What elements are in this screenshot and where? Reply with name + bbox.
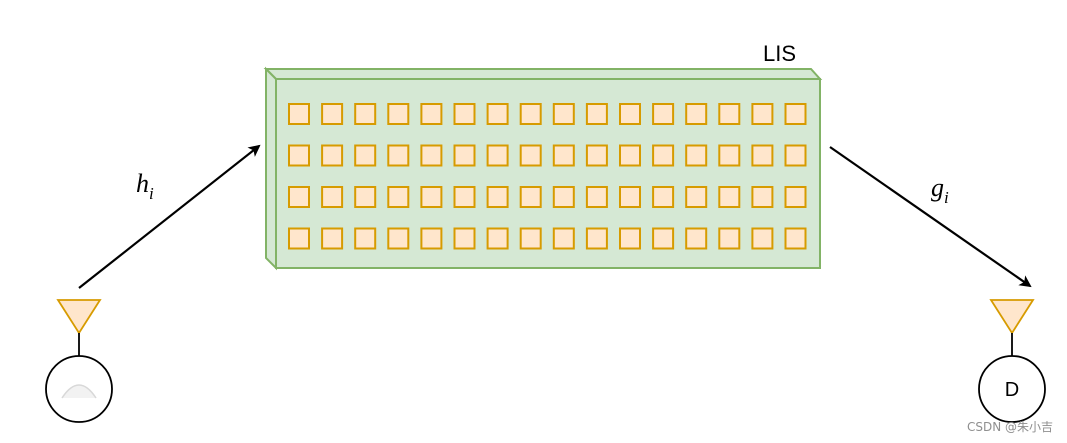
destination-node-label: D [1005,379,1019,401]
lis-element [552,144,575,167]
lis-element [652,103,675,125]
lis-element [685,144,708,167]
lis-element [784,186,807,208]
lis-element [585,186,608,208]
lis-element [652,227,675,250]
lis-element [354,144,377,167]
lis-element [321,103,344,125]
lis-element [585,103,608,125]
lis-panel [263,66,823,271]
lis-element [486,103,509,125]
lis-element [685,186,708,208]
lis-element [552,227,575,250]
lis-element [552,103,575,125]
lis-element [652,144,675,167]
reflected-link-arrow [829,146,1032,288]
reflected-channel-subscript: i [944,188,949,207]
lis-element [685,227,708,250]
lis-element [718,227,741,250]
reflected-channel-base: g [931,173,944,202]
incident-channel-label: hi [136,169,154,203]
lis-element [619,186,641,208]
lis-element [387,186,410,208]
lis-element [321,227,344,250]
lis-element [486,144,509,167]
lis-element [486,227,509,250]
lis-element [288,186,310,208]
lis-element [718,186,741,208]
watermark: CSDN @朱小吉 [966,420,1053,434]
source-antenna-icon [56,299,102,335]
lis-element [718,144,741,167]
lis-element [354,103,377,125]
lis-element [453,103,476,125]
lis-element [387,227,410,250]
lis-element [784,103,807,125]
lis-element [519,103,542,125]
lis-element [784,144,807,167]
lis-element [552,186,575,208]
lis-element [354,186,377,208]
lis-panel-side-face [265,66,277,271]
incident-link-arrow [78,144,261,289]
lis-element [652,186,675,208]
incident-channel-subscript: i [149,184,154,203]
lis-element [519,144,542,167]
lis-element [288,144,310,167]
lis-element [420,103,443,125]
lis-element [619,144,641,167]
lis-element [519,227,542,250]
destination-antenna-icon [989,299,1035,335]
lis-element [585,144,608,167]
lis-element [354,227,377,250]
lis-element [453,186,476,208]
lis-element [751,186,774,208]
destination-node: D [978,299,1046,423]
lis-element [387,144,410,167]
lis-element [453,227,476,250]
lis-element [751,227,774,250]
lis-element [486,186,509,208]
lis-element-grid [288,103,807,250]
source-node-blurred-label [61,384,97,399]
lis-element [751,103,774,125]
lis-element [420,227,443,250]
lis-element [288,227,310,250]
lis-element [420,144,443,167]
lis-element [784,227,807,250]
lis-element [751,144,774,167]
lis-element [685,103,708,125]
source-node [45,299,113,423]
lis-element [321,186,344,208]
lis-panel-top-face [263,68,823,80]
lis-element [718,103,741,125]
lis-element [519,186,542,208]
lis-element [619,103,641,125]
lis-element [288,103,310,125]
lis-element [619,227,641,250]
incident-channel-base: h [136,169,149,198]
lis-element [453,144,476,167]
lis-element [420,186,443,208]
lis-element [585,227,608,250]
lis-label: LIS [763,41,796,66]
lis-element [387,103,410,125]
lis-element [321,144,344,167]
destination-node-circle [978,355,1046,423]
reflected-channel-label: gi [931,173,949,207]
